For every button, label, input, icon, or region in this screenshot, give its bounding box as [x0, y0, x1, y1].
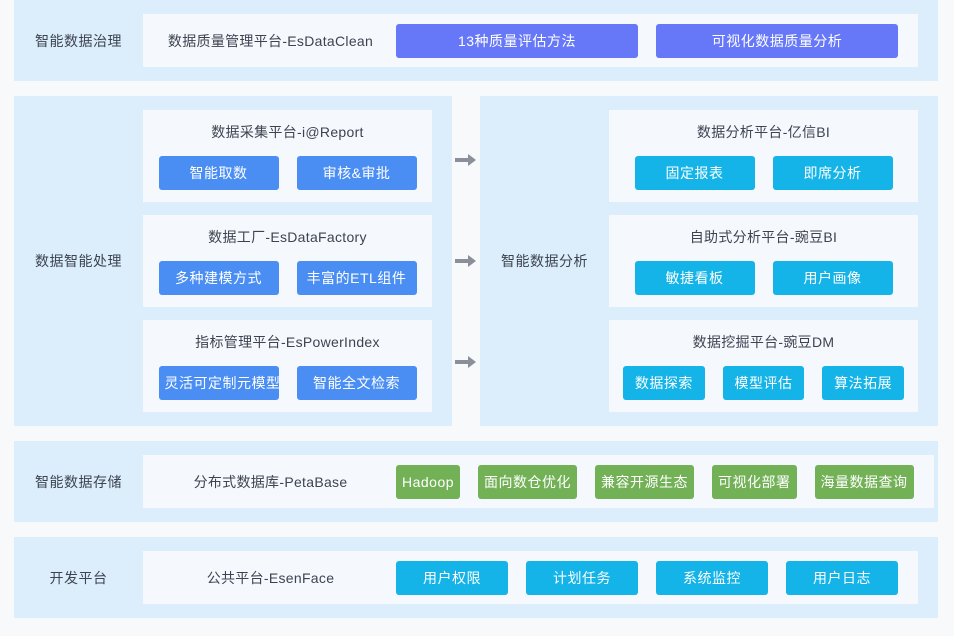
row-development: 开发平台 公共平台-EsenFace 用户权限 计划任务 系统监控 用户日志	[14, 537, 938, 618]
card-title-wandoubi: 自助式分析平台-豌豆BI	[689, 229, 838, 245]
button-agile-dashboard[interactable]: 敏捷看板	[634, 261, 755, 295]
card-petabase: 分布式数据库-PetaBase Hadoop 面向数仓优化 兼容开源生态 可视化…	[143, 455, 934, 508]
card-ireport: 数据采集平台-i@Report 智能取数 审核&审批	[143, 110, 432, 202]
card-stack-analysis: 数据分析平台-亿信BI 固定报表 即席分析 自助式分析平台-豌豆BI 敏捷看板 …	[609, 96, 938, 426]
button-review-approval[interactable]: 审核&审批	[296, 156, 417, 190]
row-label-processing: 数据智能处理	[35, 253, 122, 269]
arrow-right-icon	[455, 254, 477, 268]
button-scheduled-tasks[interactable]: 计划任务	[526, 560, 638, 595]
card-title-wandoudm: 数据挖掘平台-豌豆DM	[692, 334, 835, 350]
button-massive-data-query[interactable]: 海量数据查询	[814, 464, 914, 499]
card-wandoudm: 数据挖掘平台-豌豆DM 数据探索 模型评估 算法拓展	[609, 320, 918, 412]
row-label-governance: 智能数据治理	[35, 32, 122, 49]
button-smart-data-fetch[interactable]: 智能取数	[158, 156, 279, 190]
button-group-esenbi: 固定报表 即席分析	[623, 156, 904, 190]
button-fixed-reports[interactable]: 固定报表	[634, 156, 755, 190]
card-wandoubi: 自助式分析平台-豌豆BI 敏捷看板 用户画像	[609, 215, 918, 307]
arrow-right-icon	[455, 153, 477, 167]
button-user-logs[interactable]: 用户日志	[786, 560, 898, 595]
arrow-column	[452, 96, 480, 426]
card-espowerindex: 指标管理平台-EsPowerIndex 灵活可定制元模型 智能全文检索	[143, 320, 432, 412]
button-model-evaluation[interactable]: 模型评估	[722, 366, 805, 400]
row-governance: 智能数据治理 数据质量管理平台-EsDataClean 13种质量评估方法 可视…	[14, 0, 938, 81]
button-system-monitoring[interactable]: 系统监控	[656, 560, 768, 595]
row-storage: 智能数据存储 分布式数据库-PetaBase Hadoop 面向数仓优化 兼容开…	[14, 441, 938, 522]
button-group-wandoubi: 敏捷看板 用户画像	[623, 261, 904, 295]
button-algorithm-extension[interactable]: 算法拓展	[822, 366, 905, 400]
button-opensource-compatible[interactable]: 兼容开源生态	[595, 464, 695, 499]
button-group-espowerindex: 灵活可定制元模型 智能全文检索	[157, 366, 418, 400]
button-user-permissions[interactable]: 用户权限	[396, 560, 508, 595]
button-rich-etl-components[interactable]: 丰富的ETL组件	[296, 261, 417, 295]
arrow-right-icon	[455, 355, 477, 369]
button-warehouse-optimized[interactable]: 面向数仓优化	[478, 464, 578, 499]
button-smart-fulltext-search[interactable]: 智能全文检索	[296, 366, 417, 400]
card-title-esenbi: 数据分析平台-亿信BI	[696, 124, 831, 140]
card-esenface: 公共平台-EsenFace 用户权限 计划任务 系统监控 用户日志	[143, 551, 918, 604]
button-row-storage: Hadoop 面向数仓优化 兼容开源生态 可视化部署 海量数据查询	[396, 464, 914, 499]
button-multiple-modeling[interactable]: 多种建模方式	[158, 261, 279, 295]
button-customizable-metamodel[interactable]: 灵活可定制元模型	[158, 366, 280, 400]
card-esdataclean: 数据质量管理平台-EsDataClean 13种质量评估方法 可视化数据质量分析	[143, 14, 918, 67]
button-group-wandoudm: 数据探索 模型评估 算法拓展	[623, 366, 905, 400]
card-title-esdataclean: 数据质量管理平台-EsDataClean	[167, 32, 374, 49]
row-label-development: 开发平台	[49, 569, 108, 586]
button-adhoc-analysis[interactable]: 即席分析	[772, 156, 893, 190]
button-row-governance: 13种质量评估方法 可视化数据质量分析	[396, 23, 898, 58]
card-esdatafactory: 数据工厂-EsDataFactory 多种建模方式 丰富的ETL组件	[143, 215, 432, 307]
button-quality-assessment-methods[interactable]: 13种质量评估方法	[396, 23, 638, 58]
architecture-diagram: 智能数据治理 数据质量管理平台-EsDataClean 13种质量评估方法 可视…	[14, 0, 938, 633]
card-title-petabase: 分布式数据库-PetaBase	[193, 473, 348, 490]
button-hadoop[interactable]: Hadoop	[396, 464, 461, 499]
button-visual-quality-analysis[interactable]: 可视化数据质量分析	[656, 23, 898, 58]
card-title-esenface: 公共平台-EsenFace	[206, 569, 335, 586]
card-esenbi: 数据分析平台-亿信BI 固定报表 即席分析	[609, 110, 918, 202]
button-group-ireport: 智能取数 审核&审批	[157, 156, 418, 190]
card-title-ireport: 数据采集平台-i@Report	[211, 124, 364, 140]
panel-processing: 数据智能处理 数据采集平台-i@Report 智能取数 审核&审批 数据工厂-E…	[14, 96, 452, 426]
row-label-analysis: 智能数据分析	[501, 253, 588, 269]
button-data-exploration[interactable]: 数据探索	[623, 366, 705, 400]
row-processing-analysis: 数据智能处理 数据采集平台-i@Report 智能取数 审核&审批 数据工厂-E…	[14, 96, 938, 426]
card-stack-processing: 数据采集平台-i@Report 智能取数 审核&审批 数据工厂-EsDataFa…	[143, 96, 452, 426]
card-title-espowerindex: 指标管理平台-EsPowerIndex	[195, 334, 380, 350]
button-group-esdatafactory: 多种建模方式 丰富的ETL组件	[157, 261, 418, 295]
button-row-development: 用户权限 计划任务 系统监控 用户日志	[396, 560, 898, 595]
card-title-esdatafactory: 数据工厂-EsDataFactory	[208, 229, 367, 245]
row-label-storage: 智能数据存储	[35, 473, 122, 490]
button-visual-deployment[interactable]: 可视化部署	[712, 464, 797, 499]
button-user-profile[interactable]: 用户画像	[772, 261, 893, 295]
panel-analysis: 智能数据分析 数据分析平台-亿信BI 固定报表 即席分析 自助式分析平台-豌豆B…	[480, 96, 938, 426]
